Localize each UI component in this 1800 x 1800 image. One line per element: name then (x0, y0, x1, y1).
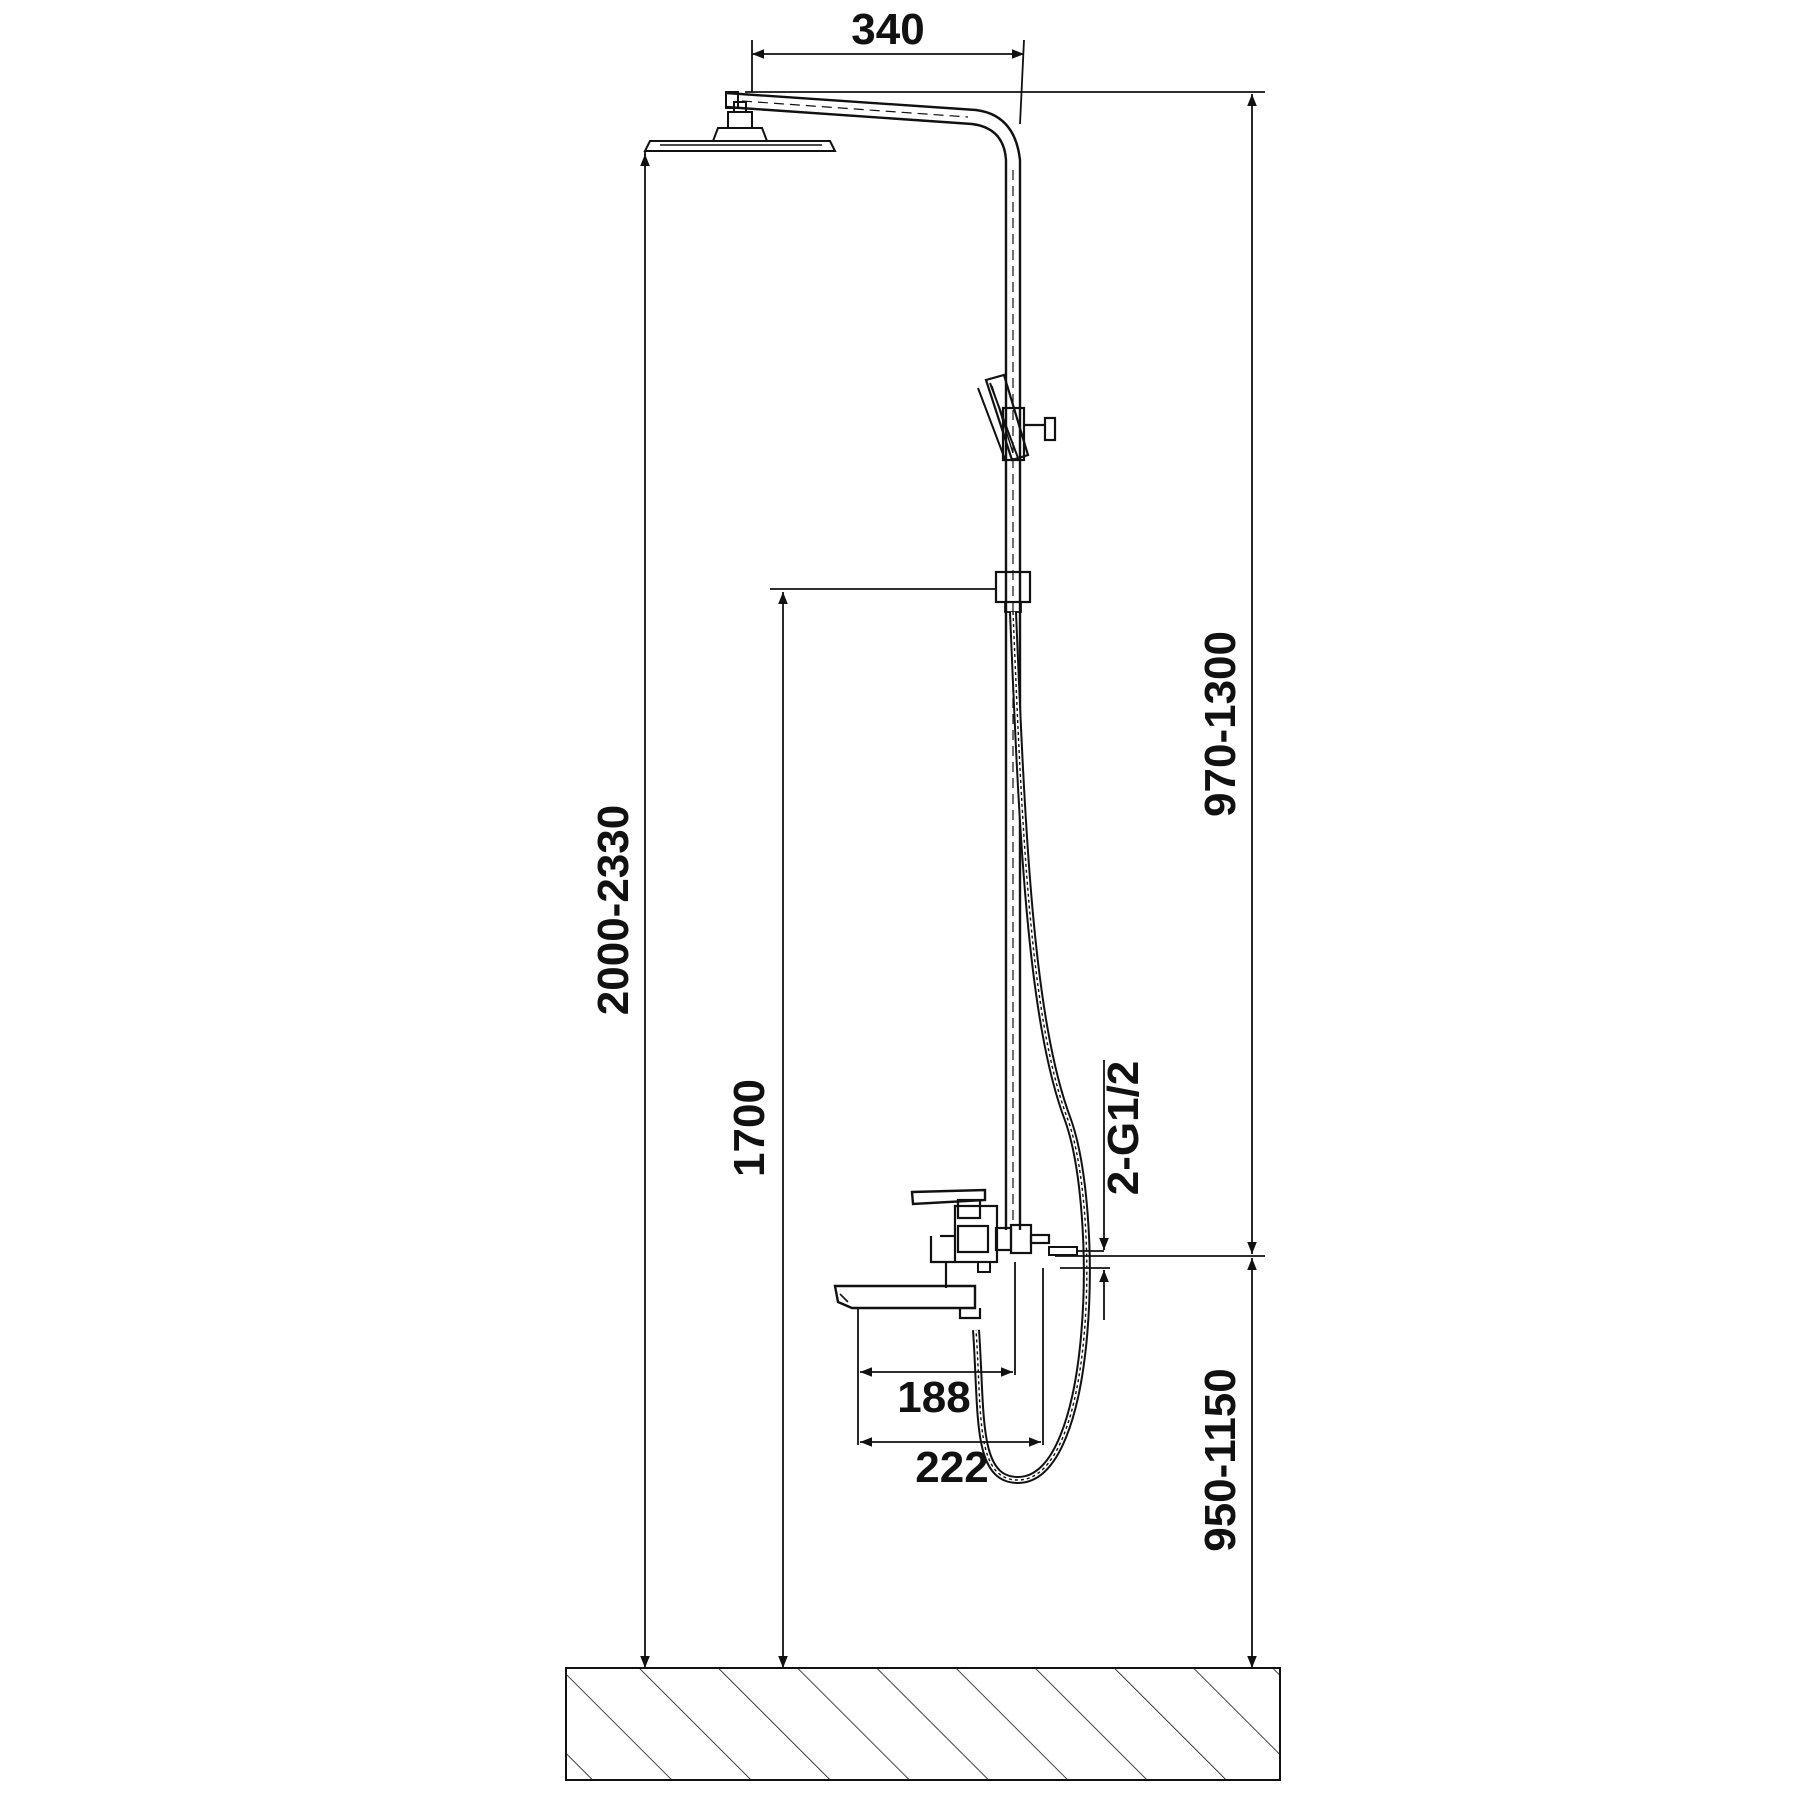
hand-shower-head (984, 373, 1030, 462)
dim-label-mixer-height: 950-1150 (1196, 1368, 1245, 1552)
dim-label-spout-reach-short: 188 (897, 1373, 970, 1422)
dim-label-arm-reach: 340 (851, 5, 924, 54)
dimension-lines (640, 49, 1257, 1668)
mixer-handle (910, 1188, 987, 1220)
dim-label-spout-reach-long: 222 (915, 1443, 988, 1492)
dim-label-inlet-thread: 2-G1/2 (1099, 1061, 1148, 1196)
floor-hatched (565, 1667, 1281, 1781)
dim-label-total-height: 2000-2330 (589, 805, 638, 1015)
mixer-body (929, 1204, 1051, 1288)
shower-arm (725, 91, 1022, 1230)
inlet-fitting (1048, 1246, 1104, 1256)
dim-label-slide-bar-height: 970-1300 (1196, 631, 1245, 817)
hand-shower-holder (977, 382, 1057, 463)
bath-spout (833, 1284, 982, 1320)
overhead-shower-head (643, 101, 837, 152)
dim-label-holder-height: 1700 (725, 1079, 774, 1177)
shower-hose (972, 611, 1091, 1485)
